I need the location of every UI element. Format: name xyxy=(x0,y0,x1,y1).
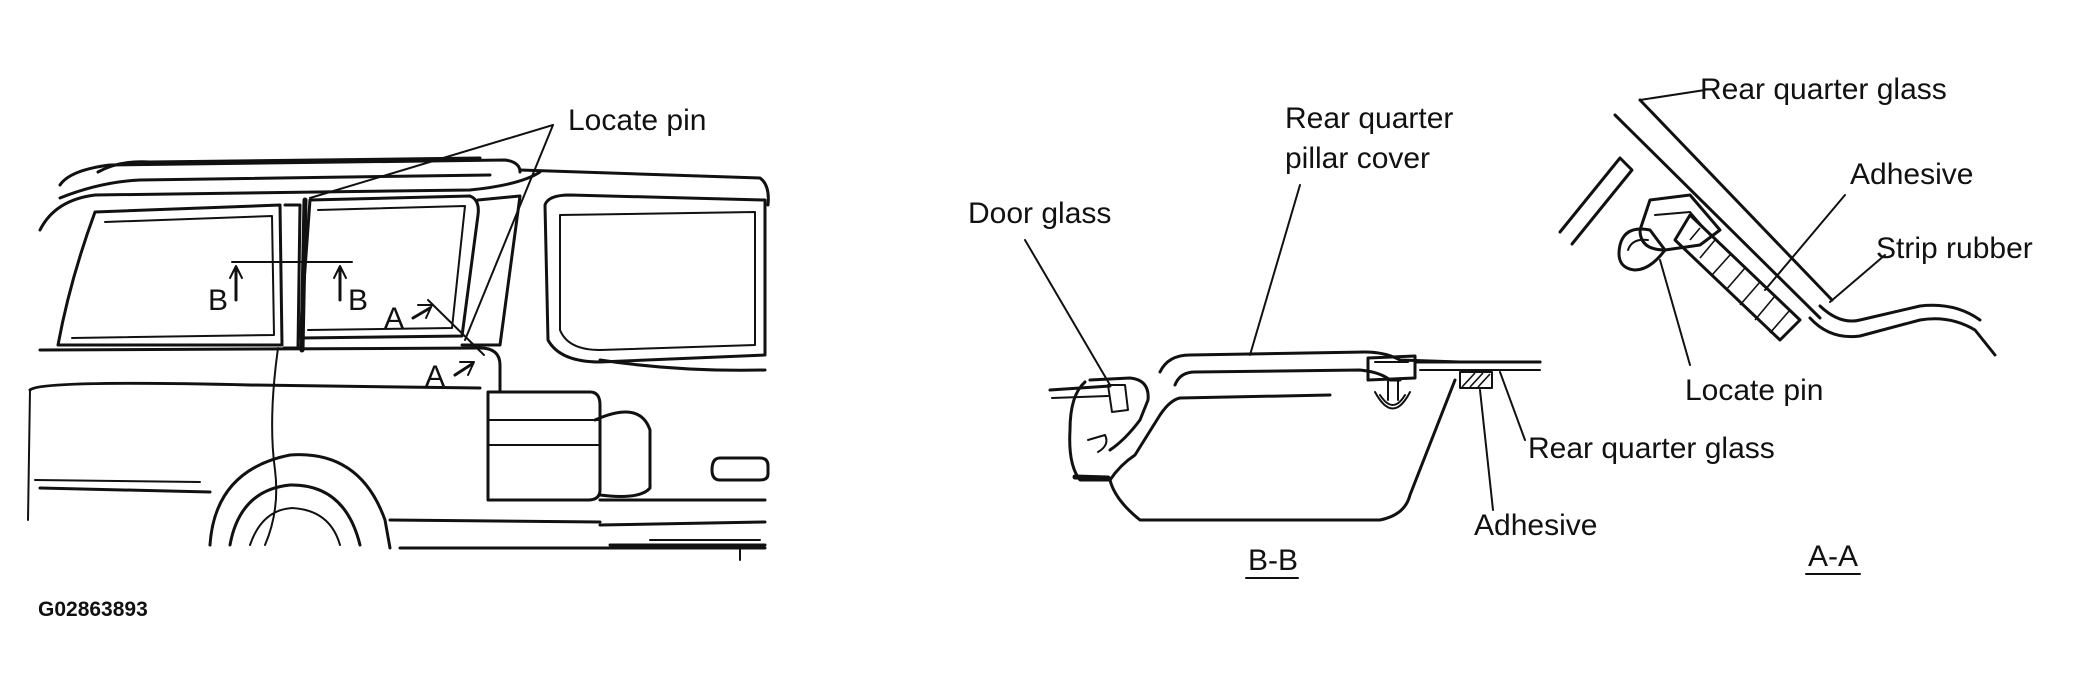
strip-rubber-label: Strip rubber xyxy=(1876,232,2033,265)
locate-pin-aa-label: Locate pin xyxy=(1685,374,1823,407)
adhesive-bb-label: Adhesive xyxy=(1474,509,1597,542)
adhesive-aa-label: Adhesive xyxy=(1850,158,1973,191)
vehicle-side-view xyxy=(27,124,770,561)
rear-quarter-pillar-cover-label-line1: Rear quarter xyxy=(1285,102,1453,135)
section-bb-title: B-B xyxy=(1248,544,1298,577)
door-glass-label: Door glass xyxy=(968,197,1111,230)
locate-pin-callout: Locate pin xyxy=(568,104,706,137)
section-bb-drawing xyxy=(1024,184,1542,522)
section-aa-title: A-A xyxy=(1808,540,1858,573)
section-aa-drawing xyxy=(1558,89,1997,366)
figure-id: G02863893 xyxy=(38,598,148,621)
rear-quarter-glass-bb-label: Rear quarter glass xyxy=(1528,432,1775,465)
section-marker-a-lower: A xyxy=(425,360,445,393)
section-marker-b-left: B xyxy=(208,284,228,317)
rear-quarter-pillar-cover-label-line2: pillar cover xyxy=(1285,142,1430,175)
section-marker-b-right: B xyxy=(348,284,368,317)
rear-quarter-glass-aa-label: Rear quarter glass xyxy=(1700,73,1947,106)
section-marker-a-upper: A xyxy=(384,302,404,335)
